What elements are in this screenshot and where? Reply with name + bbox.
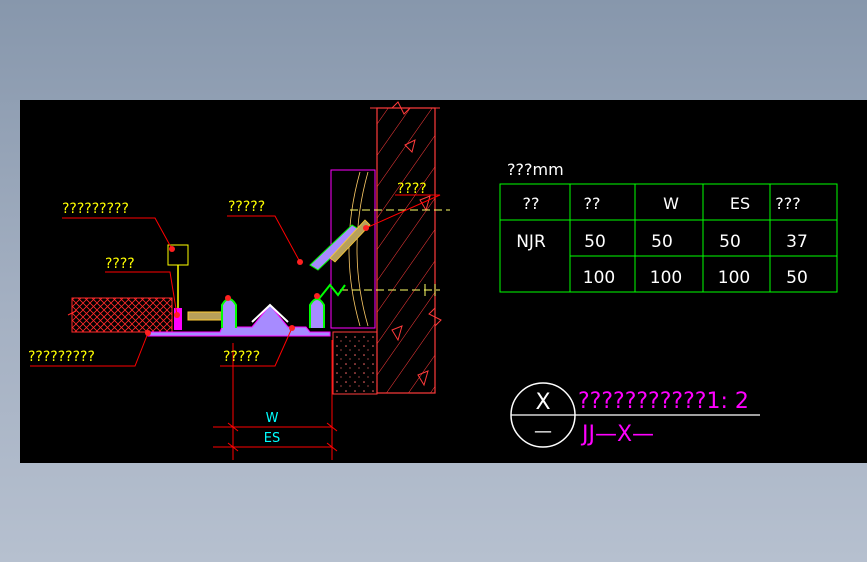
- detail-code: JJ—X—: [580, 422, 654, 447]
- table-header-cell: ES: [730, 194, 750, 213]
- anchor-bolts: [340, 209, 450, 296]
- dimension-w: W: [213, 411, 338, 432]
- table-header-cell: ??: [584, 194, 601, 213]
- table-cell: 100: [650, 268, 682, 288]
- table-unit-caption: ???mm: [507, 160, 564, 179]
- table-cell: 50: [584, 232, 606, 252]
- title-block: X — ???????????1: 2 JJ—X—: [510, 382, 760, 448]
- table-header-cell: ???: [775, 194, 800, 213]
- expansion-joint-profile: [147, 244, 331, 337]
- dimension-es: ES: [213, 431, 338, 452]
- table-cell: 100: [583, 268, 615, 288]
- detail-drawing: ????????? ???? ????????? ????? ????? ???…: [28, 101, 838, 460]
- callout-center-top: ?????: [228, 199, 265, 215]
- dimension-w-label: W: [266, 411, 279, 426]
- table-cell: 37: [786, 232, 808, 252]
- table-header-cell: W: [663, 194, 679, 213]
- callout-top-left: ?????????: [62, 201, 129, 217]
- detail-symbol-bottom: —: [534, 421, 552, 442]
- spec-table-header: ?? ?? W ES ???: [523, 194, 801, 213]
- table-row: 100 100 100 50: [583, 268, 808, 288]
- leader-dots: [145, 225, 369, 336]
- callout-bottom-left: ?????????: [28, 349, 95, 365]
- callout-mid-left: ????: [105, 256, 135, 272]
- floor-slab-left: [67, 297, 173, 333]
- table-cell: NJR: [516, 232, 546, 252]
- detail-title: ???????????1: 2: [578, 389, 749, 414]
- table-cell: 50: [786, 268, 808, 288]
- table-cell: 50: [651, 232, 673, 252]
- cad-drawing-canvas: ????????? ???? ????????? ????? ????? ???…: [20, 100, 867, 463]
- leader-lines: [30, 194, 441, 460]
- table-cell: 100: [718, 268, 750, 288]
- table-header-cell: ??: [523, 194, 540, 213]
- detail-symbol-top: X: [535, 390, 550, 415]
- wall-section: [330, 101, 442, 395]
- wall-bracket: [309, 219, 371, 301]
- callout-wall: ????: [397, 181, 427, 197]
- spec-table: [499, 183, 838, 293]
- table-cell: 50: [719, 232, 741, 252]
- callout-center-bottom: ?????: [223, 349, 260, 365]
- dimension-es-label: ES: [264, 431, 280, 446]
- table-row: NJR 50 50 50 37: [516, 232, 808, 252]
